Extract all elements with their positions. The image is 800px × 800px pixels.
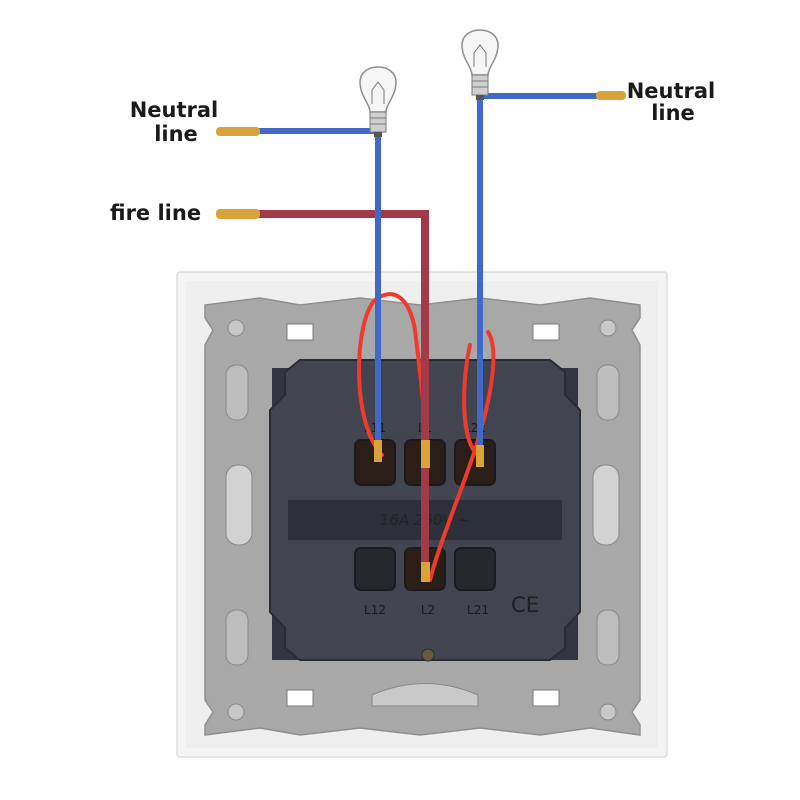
terminal-bottom-right: L21 [467,603,489,617]
bulb-icon [461,29,499,100]
fire-wire [216,209,430,582]
neutral-line-left-label-1: Neutral [130,98,219,122]
neutral-line-left-label-2: line [154,122,198,146]
terminal-bottom-left: L12 [364,603,386,617]
fire-line-label: fire line [110,201,201,225]
neutral-line-right-label-2: line [651,101,695,125]
neutral-wire-right [476,91,626,467]
neutral-line-right-label-1: Neutral [627,79,716,103]
ce-mark: CE [511,593,539,617]
terminal-bottom-middle: L2 [421,603,435,617]
bulb-icon [359,66,397,137]
